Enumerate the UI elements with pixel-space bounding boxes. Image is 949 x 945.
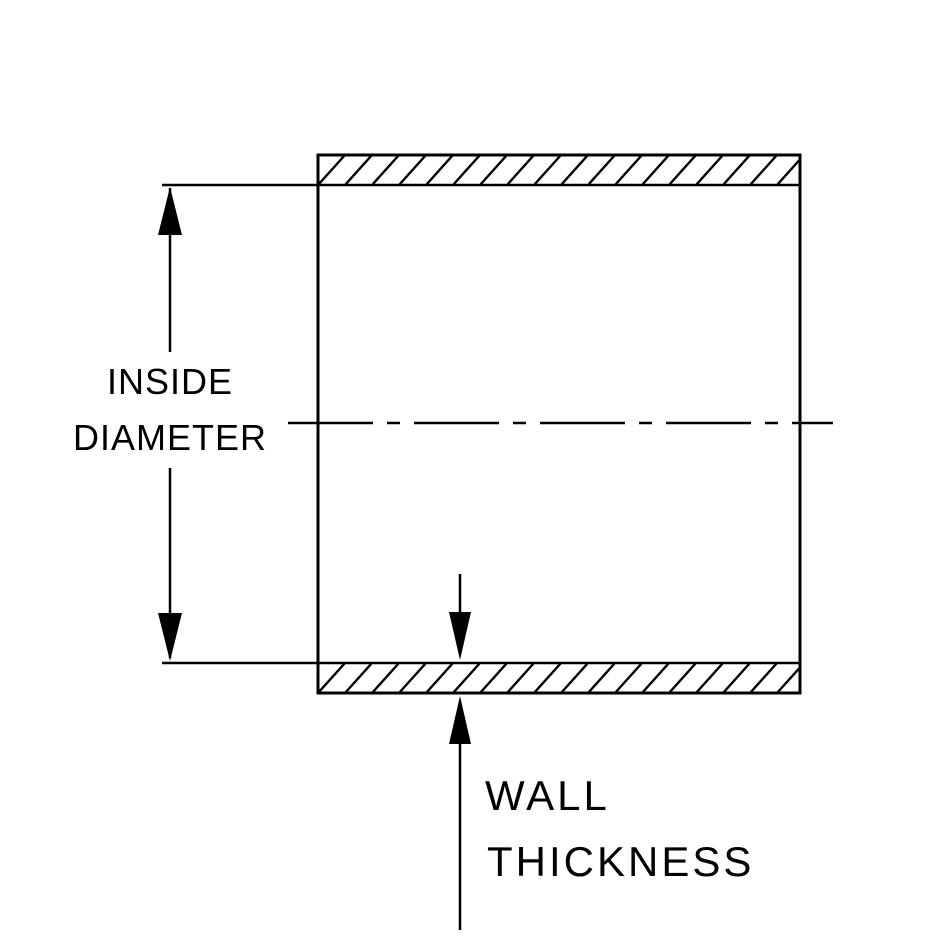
inside-diameter-label-line1: INSIDE (107, 361, 233, 402)
arrow-down-icon (158, 613, 182, 661)
wall-thickness-label-line2: THICKNESS (487, 838, 754, 885)
top-wall-hatch (318, 155, 800, 185)
wall-thickness-dimension: WALL THICKNESS (449, 574, 754, 930)
inside-diameter-label-line2: DIAMETER (73, 417, 267, 458)
inside-diameter-dimension: INSIDE DIAMETER (73, 187, 267, 661)
arrow-down-icon (449, 612, 471, 660)
wall-thickness-label-line1: WALL (485, 772, 610, 819)
arrow-up-icon (158, 187, 182, 235)
tube-cross-section (162, 153, 833, 695)
bottom-wall-hatch (318, 663, 800, 693)
arrow-up-icon (449, 696, 471, 744)
